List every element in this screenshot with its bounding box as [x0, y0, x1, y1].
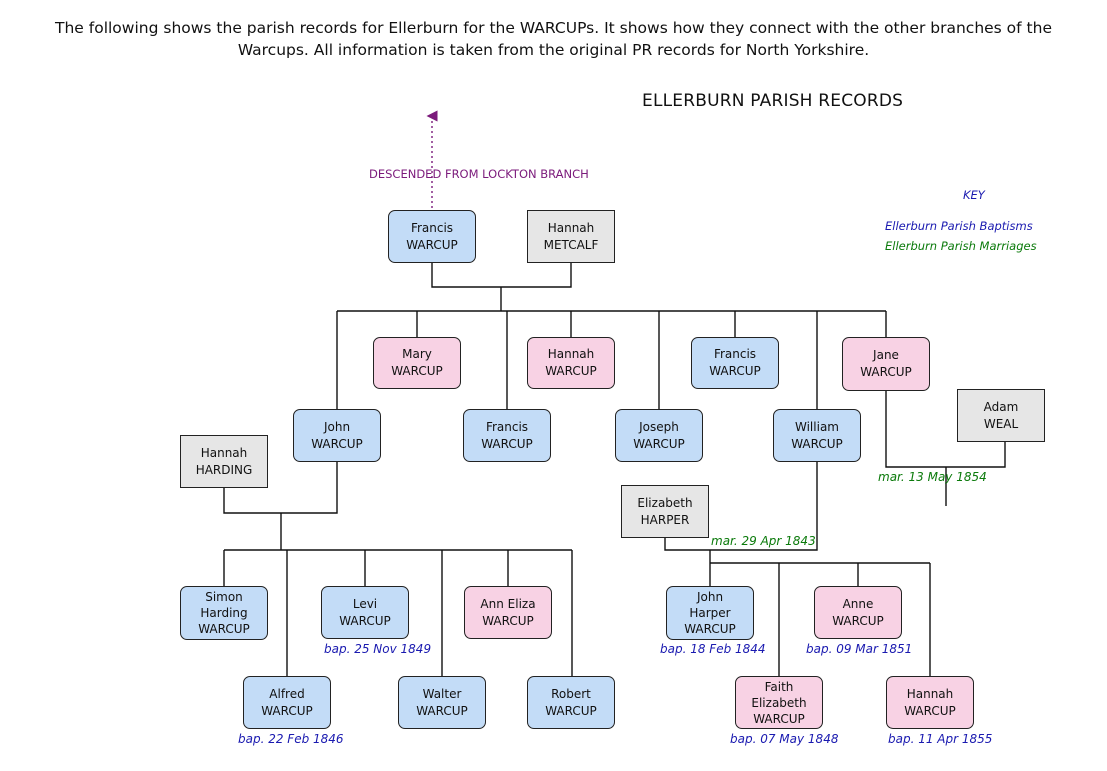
key-baptisms: Ellerburn Parish Baptisms	[885, 219, 1033, 233]
person-surname: WEAL	[983, 416, 1019, 431]
person-adam-weal: Adam WEAL	[957, 389, 1045, 442]
person-hannah-warcup: Hannah WARCUP	[527, 337, 615, 389]
marriage-date-william-elizabeth: mar. 29 Apr 1843	[711, 534, 816, 548]
baptism-date-john-harper: bap. 18 Feb 1844	[660, 642, 766, 656]
intro-line-2: Warcups. All information is taken from t…	[237, 41, 870, 59]
marriage-date-jane-adam: mar. 13 May 1854	[878, 470, 987, 484]
person-surname: WARCUP	[481, 436, 533, 451]
baptism-date-faith: bap. 07 May 1848	[730, 732, 839, 746]
person-first-name: John	[323, 419, 351, 434]
person-francis-warcup-sr: Francis WARCUP	[388, 210, 476, 263]
person-anne-warcup: Anne WARCUP	[814, 586, 902, 639]
key-heading: KEY	[963, 188, 985, 202]
person-middle-name: Harper	[689, 606, 731, 620]
person-william-warcup: William WARCUP	[773, 409, 861, 462]
person-surname: WARCUP	[791, 436, 843, 451]
person-first-name: Faith	[764, 679, 794, 694]
person-surname: HARPER	[640, 512, 690, 527]
person-surname: WARCUP	[545, 364, 597, 378]
person-surname: METCALF	[543, 237, 599, 252]
person-joseph-warcup: Joseph WARCUP	[615, 409, 703, 462]
person-surname: WARCUP	[860, 365, 912, 379]
person-elizabeth-harper: Elizabeth HARPER	[621, 485, 709, 538]
intro-text: The following shows the parish records f…	[0, 17, 1107, 61]
person-first-name: Hannah	[547, 220, 595, 235]
person-john-harper-warcup: John Harper WARCUP	[666, 586, 754, 640]
person-levi-warcup: Levi WARCUP	[321, 586, 409, 639]
baptism-date-alfred: bap. 22 Feb 1846	[238, 732, 344, 746]
person-surname: WARCUP	[545, 703, 597, 718]
person-surname: WARCUP	[832, 613, 884, 628]
person-first-name: Francis	[410, 220, 454, 235]
line-francis-metcalf-marriage	[431, 263, 572, 288]
person-hannah-harding: Hannah HARDING	[180, 435, 268, 488]
person-first-name: Joseph	[639, 419, 679, 434]
person-surname: WARCUP	[684, 622, 736, 636]
person-first-name: Alfred	[269, 686, 305, 701]
person-surname: WARCUP	[311, 436, 363, 451]
person-francis-warcup-3: Francis WARCUP	[463, 409, 551, 462]
person-francis-warcup-2: Francis WARCUP	[691, 337, 779, 389]
person-simon-harding-warcup: Simon Harding WARCUP	[180, 586, 268, 640]
person-surname: WARCUP	[753, 711, 805, 726]
person-first-name: Hannah	[906, 686, 954, 701]
person-alfred-warcup: Alfred WARCUP	[243, 676, 331, 729]
person-surname: WARCUP	[198, 622, 250, 636]
person-jane-warcup: Jane WARCUP	[842, 337, 930, 391]
person-surname: HARDING	[195, 462, 253, 477]
person-first-name: Walter	[422, 686, 462, 701]
key-marriages: Ellerburn Parish Marriages	[885, 239, 1037, 253]
person-hannah-metcalf: Hannah METCALF	[527, 210, 615, 263]
person-surname: WARCUP	[416, 703, 468, 718]
person-first-name: John	[696, 590, 724, 604]
person-first-name: Hannah	[547, 347, 595, 361]
person-surname: WARCUP	[709, 364, 761, 378]
baptism-date-hannah-jr: bap. 11 Apr 1855	[888, 732, 993, 746]
page-title: ELLERBURN PARISH RECORDS	[642, 91, 904, 111]
person-surname: WARCUP	[482, 613, 534, 628]
person-first-name: Elizabeth	[637, 495, 693, 510]
person-ann-eliza-warcup: Ann Eliza WARCUP	[464, 586, 552, 639]
person-surname: WARCUP	[406, 237, 458, 252]
line-william-harper-marriage	[664, 462, 818, 551]
baptism-date-levi: bap. 25 Nov 1849	[324, 642, 432, 656]
baptism-date-anne: bap. 09 Mar 1851	[806, 642, 913, 656]
person-surname: WARCUP	[904, 703, 956, 718]
person-first-name: Simon	[205, 590, 243, 604]
intro-line-1: The following shows the parish records f…	[55, 19, 1052, 37]
person-walter-warcup: Walter WARCUP	[398, 676, 486, 729]
person-faith-elizabeth-warcup: Faith Elizabeth WARCUP	[735, 676, 823, 729]
person-first-name: Levi	[352, 596, 378, 611]
person-first-name: Francis	[713, 347, 757, 361]
person-john-warcup: John WARCUP	[293, 409, 381, 462]
person-hannah-warcup-jr: Hannah WARCUP	[886, 676, 974, 729]
person-first-name: Anne	[842, 596, 874, 611]
person-surname: WARCUP	[391, 364, 443, 378]
person-middle-name: Harding	[200, 606, 248, 620]
person-first-name: Robert	[551, 686, 591, 701]
person-first-name: Ann Eliza	[480, 596, 536, 611]
person-first-name: Adam	[983, 399, 1019, 414]
person-mary-warcup: Mary WARCUP	[373, 337, 461, 389]
person-surname: WARCUP	[261, 703, 313, 718]
person-first-name: William	[795, 419, 839, 434]
person-first-name: Francis	[485, 419, 529, 434]
person-surname: WARCUP	[633, 436, 685, 451]
person-first-name: Jane	[873, 348, 899, 362]
person-first-name: Mary	[402, 347, 432, 361]
person-surname: WARCUP	[339, 613, 391, 628]
person-middle-name: Elizabeth	[751, 695, 807, 710]
lockton-branch-label: DESCENDED FROM LOCKTON BRANCH	[369, 167, 589, 181]
person-first-name: Hannah	[200, 445, 248, 460]
person-robert-warcup: Robert WARCUP	[527, 676, 615, 729]
